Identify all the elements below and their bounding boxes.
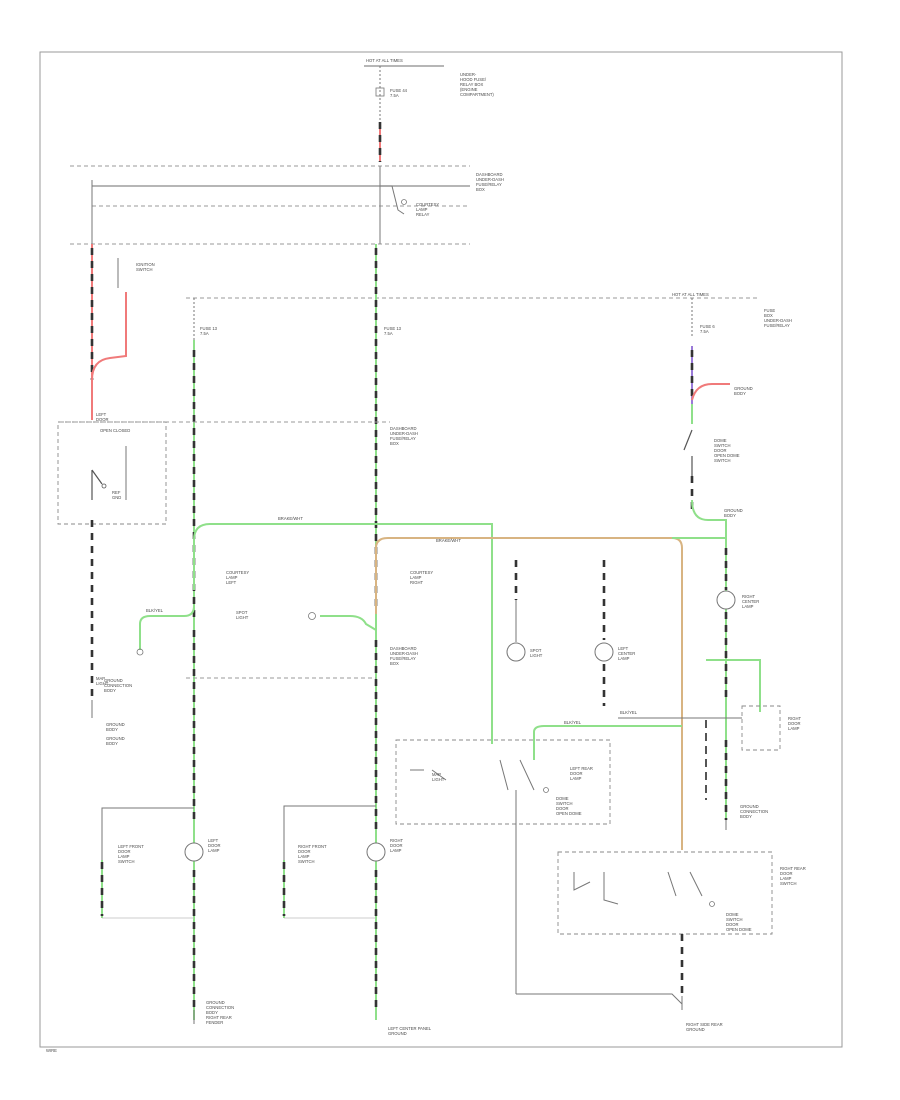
- dome-fuse-header: HOT AT ALL TIMES: [672, 292, 709, 297]
- left-ctr-lamp: [594, 642, 614, 662]
- diagram-frame: [39, 51, 843, 1048]
- left-door-switch-box: [57, 421, 167, 525]
- right-rear-door-box: [557, 851, 773, 935]
- tan-bus: BRAKE/WHT: [375, 537, 726, 850]
- blk-tag: BLK/YEL: [620, 710, 638, 715]
- left-door-open-closed: OPEN CLOSED: [100, 428, 130, 433]
- top-fuse-header: HOT AT ALL TIMES: [366, 58, 403, 63]
- left-door-lamp: [184, 842, 204, 862]
- spliced-1: BRAKE/WHT: [278, 516, 303, 521]
- right-ctr-lamp: [716, 590, 736, 610]
- spliced-2: BRAKE/WHT: [436, 538, 461, 543]
- corner-ref: WIRE: [46, 1048, 57, 1053]
- left-rear-door-box: [395, 739, 611, 825]
- right-door-lamp-box: [741, 705, 781, 751]
- blk-yel-tag: BLK/YEL: [146, 608, 164, 613]
- right-door-lamp: [366, 842, 386, 862]
- spotlight-lamp: [506, 642, 526, 662]
- main-hot-bus: HOT AT ALL TIMES: [186, 292, 760, 299]
- wht-tag: BLK/YEL: [564, 720, 582, 725]
